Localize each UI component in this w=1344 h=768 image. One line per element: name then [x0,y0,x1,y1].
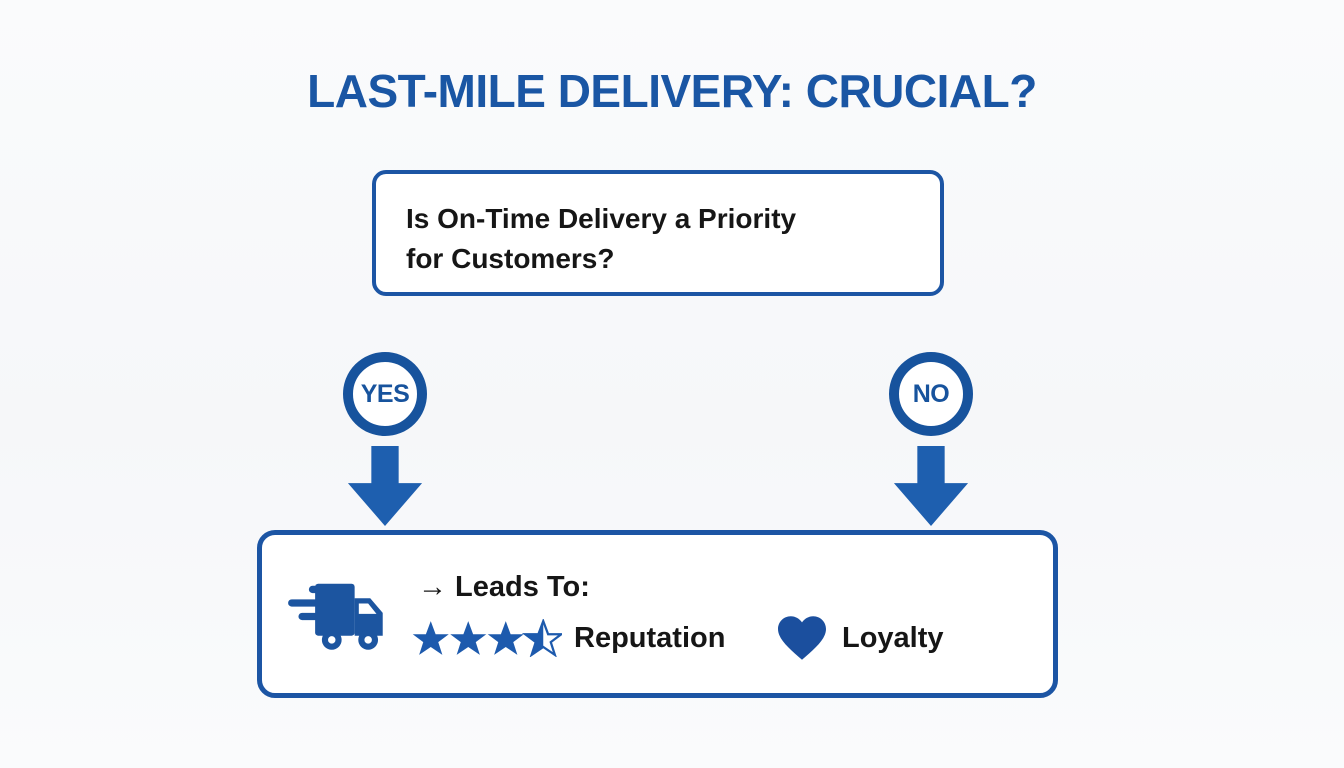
no-label: NO [912,379,950,408]
no-circle: NO [889,352,973,436]
star-rating-icon [412,619,562,657]
outcome-box: → Leads To: Reputation Loyalty [257,530,1058,698]
delivery-truck-icon [288,583,383,650]
reputation-item: Reputation [412,611,725,665]
down-arrow-icon [347,446,423,526]
leads-to-label: → Leads To: [418,571,590,603]
question-box: Is On-Time Delivery a Priority for Custo… [372,170,944,296]
reputation-label: Reputation [574,621,726,654]
question-text-line1: Is On-Time Delivery a Priority [406,203,797,234]
yes-circle: YES [343,352,427,436]
page-title: LAST-MILE DELIVERY: CRUCIAL? [307,65,1037,117]
branch-no: NO [888,352,974,526]
loyalty-label: Loyalty [842,621,944,654]
yes-label: YES [360,379,410,408]
branch-yes: YES [342,352,428,526]
heart-icon [778,616,826,660]
loyalty-item: Loyalty [778,611,944,665]
question-text-line2: for Customers? [406,243,615,274]
down-arrow-icon [893,446,969,526]
